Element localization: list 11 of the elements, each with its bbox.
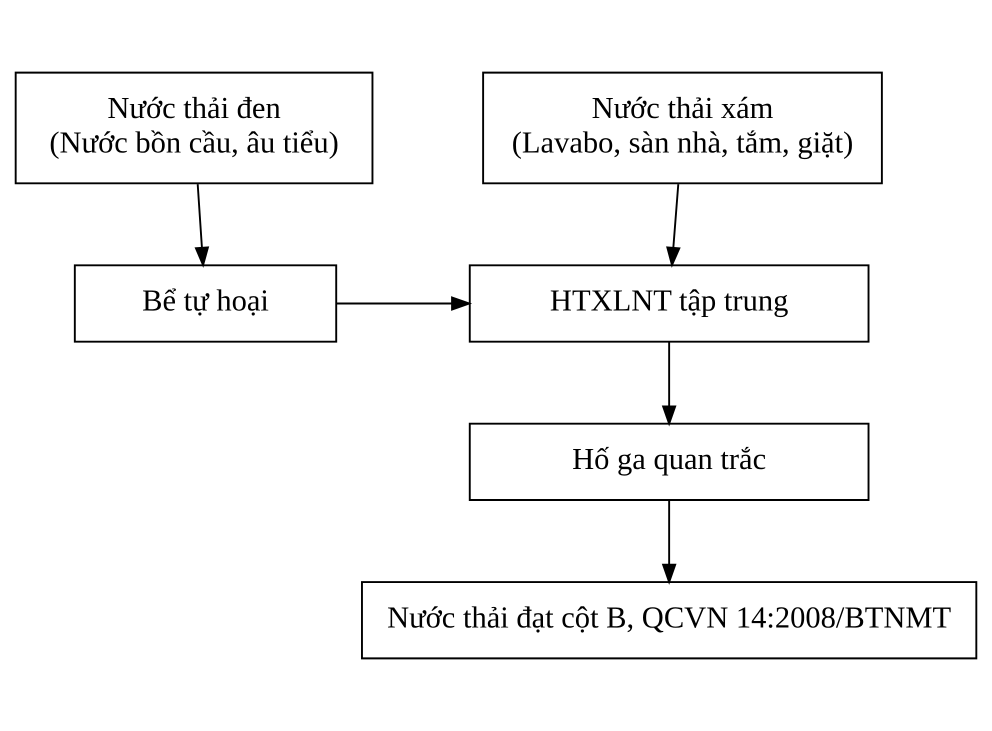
arrow [666, 184, 681, 268]
node-box: Hố ga quan trắc [468, 422, 870, 501]
node-box: Nước thải đen (Nước bồn cầu, âu tiểu) [14, 72, 374, 184]
arrow [336, 296, 472, 311]
arrow [662, 500, 676, 585]
node-box: Nước thải đạt cột B, QCVN 14:2008/BTNMT [361, 581, 978, 660]
arrow [194, 184, 210, 268]
node-box: HTXLNT tập trung [468, 264, 870, 343]
node-box: Nước thải xám (Lavabo, sàn nhà, tắm, giặt) [482, 72, 883, 184]
arrow [662, 342, 676, 426]
node-box: Bể tự hoại [74, 264, 338, 343]
